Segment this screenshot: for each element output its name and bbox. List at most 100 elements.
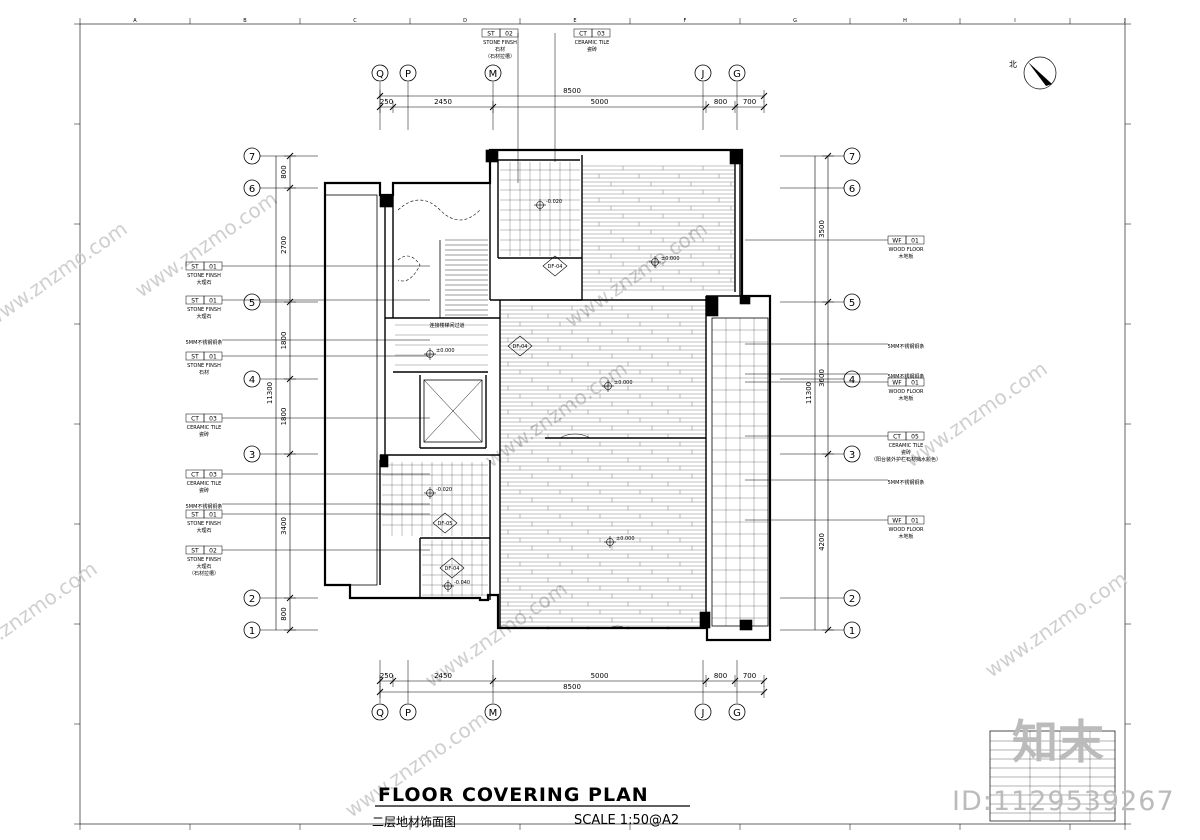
tag-code: CT bbox=[579, 31, 587, 38]
grid-label-top: P bbox=[405, 69, 411, 80]
grid-label-left: 2 bbox=[249, 594, 255, 605]
dim-slash bbox=[286, 184, 294, 192]
grid-label-bottom: G bbox=[733, 708, 741, 719]
tag-num: 02 bbox=[209, 548, 217, 555]
tag-cn: 大理石 bbox=[196, 527, 211, 534]
tag-num-box bbox=[905, 235, 925, 245]
tag-cn: 5MM不锈钢铜条 bbox=[888, 479, 925, 486]
dim-value: 1800 bbox=[280, 332, 288, 350]
grid-label-left: 7 bbox=[249, 152, 255, 163]
tag-cn: 石材 bbox=[495, 46, 505, 53]
tag-cn: 瓷砖 bbox=[199, 431, 209, 438]
tag-cn: 大理石 bbox=[196, 313, 211, 320]
watermark-url: www.znzmo.com bbox=[980, 566, 1131, 682]
dim-slash bbox=[731, 103, 739, 111]
stair bbox=[397, 199, 488, 318]
tag-num: 05 bbox=[911, 434, 919, 441]
tag-en: CERAMIC TILE bbox=[187, 425, 222, 431]
grid-label-top: J bbox=[701, 69, 705, 80]
border-letter: F bbox=[684, 18, 687, 24]
watermark-url: www.znzmo.com bbox=[0, 556, 102, 672]
dim-slash bbox=[824, 298, 832, 306]
tag-num: 03 bbox=[209, 472, 217, 479]
tag-num: 01 bbox=[209, 354, 217, 361]
tag-num: 01 bbox=[911, 238, 919, 245]
watermark-url: www.znzmo.com bbox=[560, 216, 711, 332]
tag-code: WF bbox=[892, 518, 902, 525]
stair-arc bbox=[397, 199, 481, 221]
grid-label-right: 2 bbox=[849, 594, 855, 605]
north-label: 北 bbox=[1009, 60, 1017, 69]
dim-slash bbox=[489, 677, 497, 685]
column bbox=[379, 454, 389, 468]
level-value: -0.020 bbox=[436, 487, 452, 493]
symbol-tag bbox=[439, 557, 465, 579]
grid-bubble-top bbox=[371, 64, 389, 82]
tag-code: WF bbox=[892, 238, 902, 245]
tag-num: 01 bbox=[209, 512, 217, 519]
dim-value: 2450 bbox=[434, 98, 452, 106]
dim-total: 8500 bbox=[563, 683, 581, 691]
tag-cn: 大理石 bbox=[196, 279, 211, 286]
tag-code: ST bbox=[191, 354, 199, 361]
tag-en: WOOD FLOOR bbox=[888, 247, 924, 253]
dim-slash bbox=[731, 677, 739, 685]
dim-slash bbox=[760, 92, 768, 100]
tag-cn: 5MM不锈钢铜条 bbox=[888, 343, 925, 350]
dim-total: 11300 bbox=[266, 382, 274, 404]
level-value: -0.040 bbox=[454, 580, 470, 586]
dim-value: 3600 bbox=[818, 369, 826, 387]
dim-slash bbox=[376, 92, 384, 100]
column bbox=[729, 149, 743, 165]
dim-slash bbox=[389, 103, 397, 111]
tag-code: CT bbox=[893, 434, 901, 441]
tag-code: CT bbox=[191, 472, 199, 479]
grid-label-right: 1 bbox=[849, 626, 855, 637]
elevator-cross bbox=[423, 379, 483, 443]
watermark-url: www.znzmo.com bbox=[480, 356, 631, 472]
watermark-brand: 知末 bbox=[1012, 715, 1104, 769]
tag-num: 02 bbox=[505, 31, 513, 38]
border-letter: E bbox=[573, 18, 576, 24]
bath-tiles bbox=[382, 162, 580, 596]
dim-slash bbox=[286, 594, 294, 602]
dim-slash bbox=[376, 688, 384, 696]
border-letter: G bbox=[793, 18, 797, 24]
column bbox=[739, 619, 753, 631]
dim-value: 3500 bbox=[818, 220, 826, 238]
symbol-tag-text: DF-04 bbox=[445, 566, 460, 572]
grid-bubble-top bbox=[728, 64, 746, 82]
dim-slash bbox=[824, 626, 832, 634]
grid-bubble-top bbox=[399, 64, 417, 82]
grid-label-bottom: M bbox=[489, 708, 498, 719]
dim-value: 700 bbox=[743, 672, 756, 680]
grid-label-bottom: Q bbox=[376, 708, 384, 719]
drawing-scale: SCALE 1:50@A2 bbox=[574, 813, 680, 828]
tag-en: WOOD FLOOR bbox=[888, 389, 924, 395]
tag-en: STONE FINSH bbox=[187, 557, 221, 563]
drawing-subtitle: 二层地材饰面图 bbox=[372, 815, 457, 829]
border-letter: H bbox=[903, 18, 907, 24]
border-letter: C bbox=[353, 18, 357, 24]
column bbox=[699, 611, 711, 629]
watermark-url-layer: www.znzmo.com www.znzmo.com www.znzmo.com w… bbox=[0, 186, 1132, 822]
tag-cn: 瓷砖 bbox=[587, 46, 597, 53]
tag-cn: 木地板 bbox=[898, 533, 913, 540]
grid-label-top: G bbox=[733, 69, 741, 80]
dim-value: 4200 bbox=[818, 533, 826, 551]
tag-cn: 瓷砖 bbox=[199, 487, 209, 494]
north-circle bbox=[1023, 56, 1057, 90]
grid-label-left: 5 bbox=[249, 298, 255, 309]
tag-num: 03 bbox=[209, 416, 217, 423]
title-block bbox=[989, 730, 1116, 822]
level-value: ±0.000 bbox=[436, 348, 455, 354]
dim-slash bbox=[760, 103, 768, 111]
watermark-id: ID:1129539267 bbox=[952, 786, 1175, 817]
title-block-table bbox=[375, 730, 1116, 822]
dim-value: 5000 bbox=[591, 672, 609, 680]
column bbox=[485, 149, 499, 163]
room-note: 连接楼梯间过道 bbox=[429, 322, 464, 329]
